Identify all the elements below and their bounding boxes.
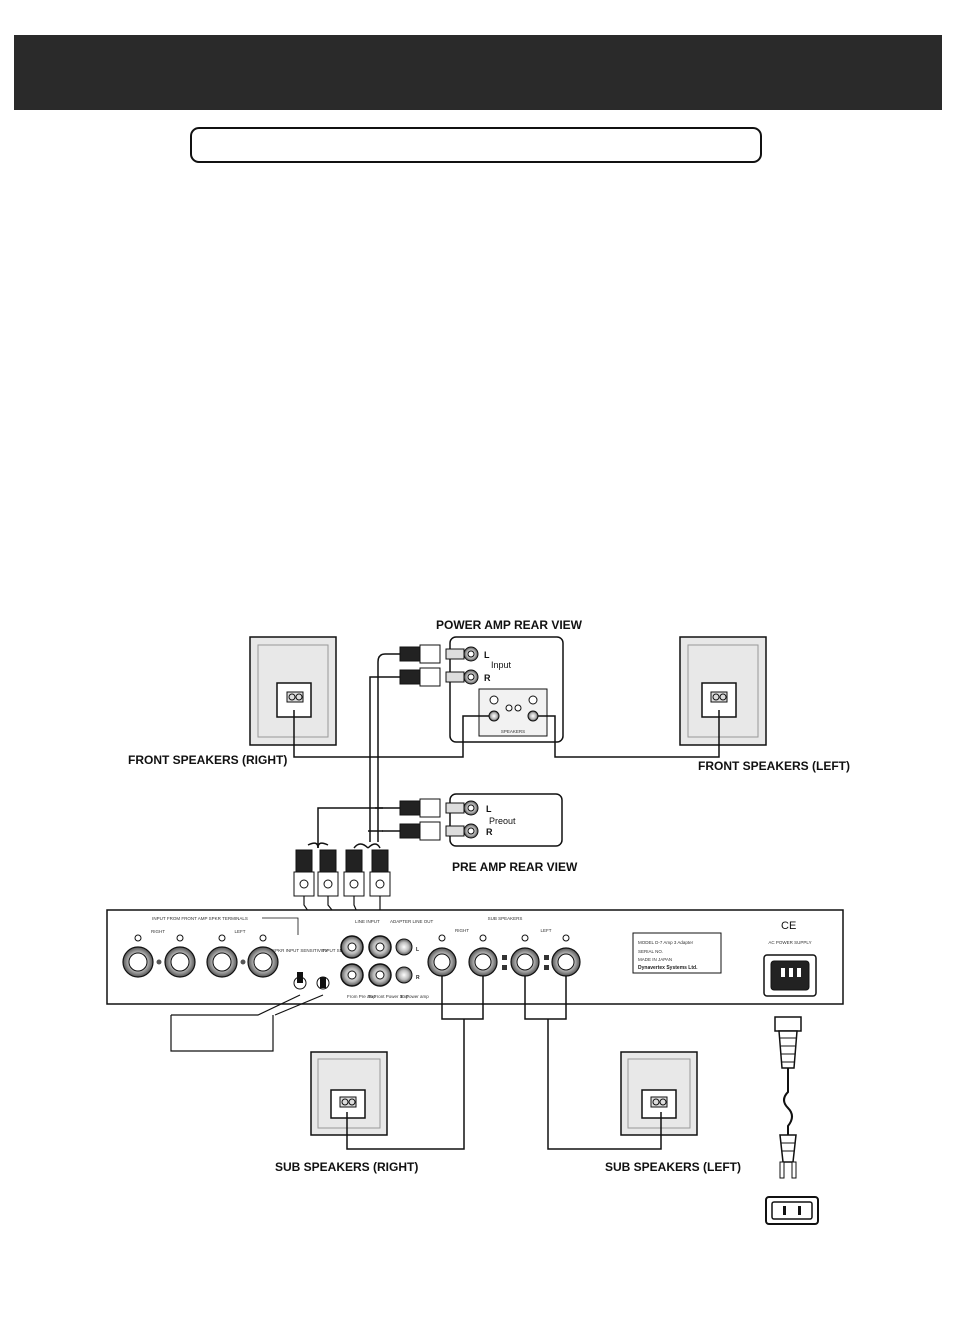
front-speakers-left-label: FRONT SPEAKERS (LEFT) bbox=[698, 759, 850, 773]
adapter-line-out-r-label: R bbox=[416, 975, 420, 981]
adapter-input-selector-switch[interactable] bbox=[316, 976, 330, 990]
ce-mark: CE bbox=[781, 920, 796, 932]
pre-amp-l-label: L bbox=[486, 804, 492, 814]
switch-callout bbox=[170, 994, 324, 1052]
adapter-line-input-label: LINE INPUT bbox=[355, 919, 380, 924]
adapter-line-out-r-jack bbox=[395, 966, 413, 984]
ac-power-supply-label: AC POWER SUPPLY bbox=[768, 940, 811, 945]
adapter-line-out-label: ADAPTER LINE OUT bbox=[390, 919, 434, 924]
adapter-right-label: RIGHT bbox=[151, 929, 165, 934]
rca-plugs-adapter bbox=[293, 849, 391, 897]
sub-speaker-right bbox=[310, 1051, 388, 1136]
power-amp-rear-view-label: POWER AMP REAR VIEW bbox=[436, 618, 583, 632]
subtitle-box bbox=[190, 127, 762, 163]
adapter-model-line1: MODEL D-7 Amp 3 Adapter bbox=[638, 940, 694, 945]
rca-plugs-power-amp bbox=[399, 644, 465, 687]
front-speaker-right bbox=[249, 636, 337, 746]
power-cord bbox=[774, 1016, 802, 1179]
pre-amp-panel: L R Preout bbox=[449, 793, 563, 847]
power-amp-l-label: L bbox=[484, 650, 490, 660]
adapter-to-front-power-amp-label: To Front Power amp bbox=[368, 994, 409, 999]
adapter-to-power-amp-label: To Power amp bbox=[400, 994, 429, 999]
pre-amp-r-label: R bbox=[486, 827, 493, 837]
adapter-sub-right-label: RIGHT bbox=[455, 928, 469, 933]
wall-outlet-icon bbox=[765, 1196, 819, 1225]
power-amp-speaker-left-terminal bbox=[527, 710, 539, 722]
adapter-input-section-label: INPUT FROM FRONT AMP SPKR TERMINALS bbox=[152, 916, 248, 921]
adapter-unit: INPUT FROM FRONT AMP SPKR TERMINALS RIGH… bbox=[106, 909, 844, 1005]
adapter-model-plate bbox=[632, 932, 722, 974]
front-speaker-left bbox=[679, 636, 767, 746]
sub-speakers-left-label: SUB SPEAKERS (LEFT) bbox=[605, 1160, 741, 1174]
power-amp-input-label: Input bbox=[491, 660, 512, 670]
adapter-spkr-sensitivity-label: SPKR INPUT SENSITIVITY bbox=[272, 948, 328, 953]
adapter-sub-speakers-label: SUB SPEAKERS bbox=[488, 916, 523, 921]
adapter-sensitivity-switch[interactable] bbox=[293, 972, 307, 990]
sub-speakers-right-label: SUB SPEAKERS (RIGHT) bbox=[275, 1160, 418, 1174]
adapter-model-line2: SERIAL NO. bbox=[638, 949, 663, 954]
pre-amp-preout-label: Preout bbox=[489, 816, 516, 826]
adapter-model-line3: MADE IN JAPAN bbox=[638, 957, 672, 962]
rca-plugs-pre-amp bbox=[399, 798, 465, 841]
power-amp-r-label: R bbox=[484, 673, 491, 683]
adapter-line-out-l-jack bbox=[395, 938, 413, 956]
adapter-from-pre-amp-label: From Pre amp bbox=[347, 994, 376, 999]
power-amp-panel: L R Input SPEAKERS bbox=[449, 636, 564, 743]
pre-amp-rear-view-label: PRE AMP REAR VIEW bbox=[452, 860, 578, 874]
adapter-line-out-l-label: L bbox=[416, 947, 419, 953]
front-speakers-right-label: FRONT SPEAKERS (RIGHT) bbox=[128, 753, 287, 767]
rca-cables bbox=[307, 653, 400, 849]
power-amp-speaker-right-terminal bbox=[488, 710, 500, 722]
adapter-sub-left-label: LEFT bbox=[540, 928, 551, 933]
power-amp-speakers-label: SPEAKERS bbox=[501, 729, 525, 734]
adapter-left-label: LEFT bbox=[234, 929, 245, 934]
front-speaker-wires bbox=[293, 710, 720, 758]
sub-speaker-wires bbox=[346, 976, 662, 1150]
header-bar bbox=[14, 35, 942, 110]
adapter-model-line4: Dynavertex Systems Ltd. bbox=[638, 965, 698, 971]
sub-speaker-left bbox=[620, 1051, 698, 1136]
